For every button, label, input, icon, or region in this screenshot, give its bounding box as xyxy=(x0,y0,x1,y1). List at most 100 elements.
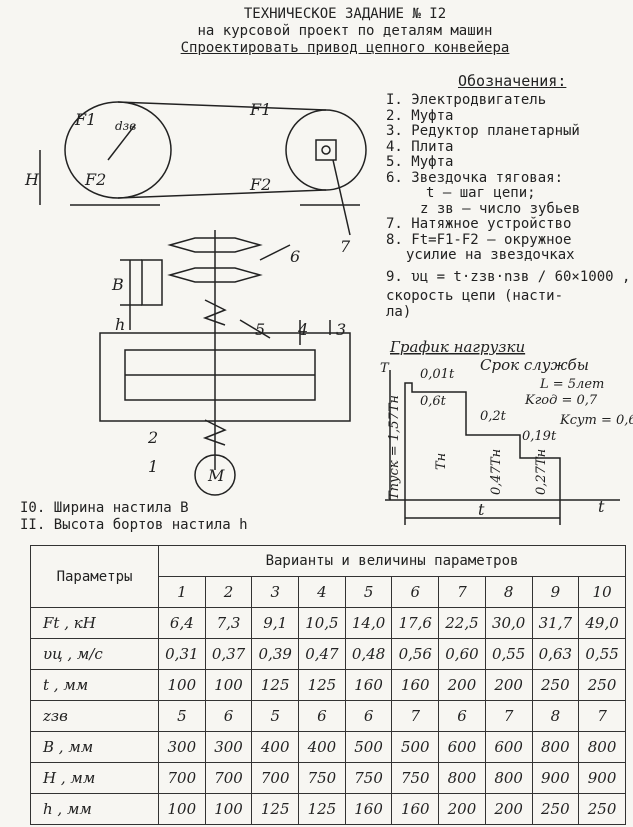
legend-item: 2. Муфта xyxy=(386,107,454,124)
param-value: 125 xyxy=(298,669,346,701)
legend-item: t – шаг цепи; xyxy=(426,185,536,201)
idler-sprocket xyxy=(285,109,367,191)
param-value: 160 xyxy=(391,669,440,701)
param-value: 0,37 xyxy=(204,638,253,670)
param-value: 5 xyxy=(158,700,206,732)
param-value: 17,6 xyxy=(391,607,440,639)
param-value: 6 xyxy=(298,700,346,732)
param-value: 700 xyxy=(204,762,253,794)
param-value: 7 xyxy=(391,700,440,732)
legend-item: 9. υц = t·zзв·nзв / 60×1000 , м/с xyxy=(386,268,633,285)
legend-item: скорость цепи (насти- xyxy=(386,288,564,304)
param-value: 200 xyxy=(484,793,533,825)
label-5: 5 xyxy=(255,320,265,339)
legend-title: Обозначения: xyxy=(458,72,567,90)
param-value: 700 xyxy=(251,762,300,794)
param-value: 100 xyxy=(204,793,253,825)
param-value: 600 xyxy=(438,731,486,763)
param-value: 100 xyxy=(204,669,253,701)
param-value: 7 xyxy=(484,700,533,732)
param-value: 100 xyxy=(158,669,206,701)
label-H: H xyxy=(24,170,40,189)
dur-019: 0,19t xyxy=(522,429,557,444)
param-value: 9,1 xyxy=(251,607,300,639)
motor-label: M xyxy=(207,466,225,485)
param-value: 160 xyxy=(344,669,393,701)
variants-header: Варианты и величины параметров xyxy=(158,545,626,577)
legend-item: 4. Плита xyxy=(386,138,454,155)
param-value: 800 xyxy=(531,731,580,763)
legend-item: 5. Муфта xyxy=(386,154,454,170)
param-name: υц , м/с xyxy=(30,638,159,670)
label-6: 6 xyxy=(290,247,300,266)
variant-number: 10 xyxy=(578,576,626,608)
param-value: 250 xyxy=(531,793,580,825)
param-name: h , мм xyxy=(30,793,159,825)
param-name: t , мм xyxy=(30,669,159,701)
param-value: 0,55 xyxy=(578,638,626,670)
legend-item: 8. Ft=F1-F2 – окружное xyxy=(386,231,572,248)
param-value: 160 xyxy=(391,793,440,825)
param-value: 125 xyxy=(251,793,300,825)
param-value: 800 xyxy=(438,762,486,794)
doc-subtitle: на курсовой проект по деталям машин xyxy=(197,23,493,39)
dur-02: 0,2t xyxy=(480,409,507,424)
load-graph-title: График нагрузки xyxy=(389,338,525,356)
param-value: 0,39 xyxy=(251,638,300,670)
param-name: H , мм xyxy=(30,762,159,794)
label-f2: F2 xyxy=(84,170,106,189)
axis-t: t xyxy=(598,497,605,516)
param-value: 6,4 xyxy=(158,607,206,639)
variant-number: 9 xyxy=(531,576,580,608)
param-value: 6 xyxy=(204,700,253,732)
legend-item: 3. Редуктор планетарный xyxy=(386,123,580,139)
param-value: 500 xyxy=(391,731,440,763)
k-sut: Kсут = 0,65 xyxy=(559,413,633,428)
param-value: 600 xyxy=(484,731,533,763)
legend-item: 7. Натяжное устройство xyxy=(386,216,572,232)
parameters-table: Параметры Варианты и величины параметров… xyxy=(30,545,626,825)
param-value: 200 xyxy=(438,793,486,825)
param-value: 6 xyxy=(438,700,486,732)
param-name: B , мм xyxy=(30,731,159,763)
param-value: 800 xyxy=(484,762,533,794)
param-header: Параметры xyxy=(30,545,159,608)
param-value: 900 xyxy=(531,762,580,794)
t-nom: Tн xyxy=(434,453,449,470)
t-027: 0,27Tн xyxy=(534,449,549,495)
param-value: 8 xyxy=(531,700,580,732)
param-name: zзв xyxy=(30,700,159,732)
param-value: 14,0 xyxy=(344,607,393,639)
legend-item: ла) xyxy=(386,303,412,320)
label-7: 7 xyxy=(340,237,351,256)
label-h: h xyxy=(115,315,125,334)
variant-number: 7 xyxy=(438,576,486,608)
param-value: 160 xyxy=(344,793,393,825)
param-value: 125 xyxy=(251,669,300,701)
param-value: 100 xyxy=(158,793,206,825)
param-value: 49,0 xyxy=(578,607,626,639)
param-value: 750 xyxy=(391,762,440,794)
param-value: 5 xyxy=(251,700,300,732)
param-value: 400 xyxy=(298,731,346,763)
axis-T: T xyxy=(380,361,390,376)
label-d: dзв xyxy=(115,119,136,133)
variant-number: 1 xyxy=(158,576,206,608)
label-4: 4 xyxy=(297,320,308,339)
legend-item: 6. Звездочка тяговая: xyxy=(386,169,564,186)
param-value: 6 xyxy=(344,700,393,732)
param-value: 750 xyxy=(298,762,346,794)
param-value: 400 xyxy=(251,731,300,763)
variant-number: 2 xyxy=(204,576,253,608)
variant-number: 8 xyxy=(484,576,533,608)
service-life: Срок службы xyxy=(480,356,589,374)
param-value: 7,3 xyxy=(204,607,253,639)
param-value: 0,60 xyxy=(438,638,486,670)
variant-number: 6 xyxy=(391,576,440,608)
